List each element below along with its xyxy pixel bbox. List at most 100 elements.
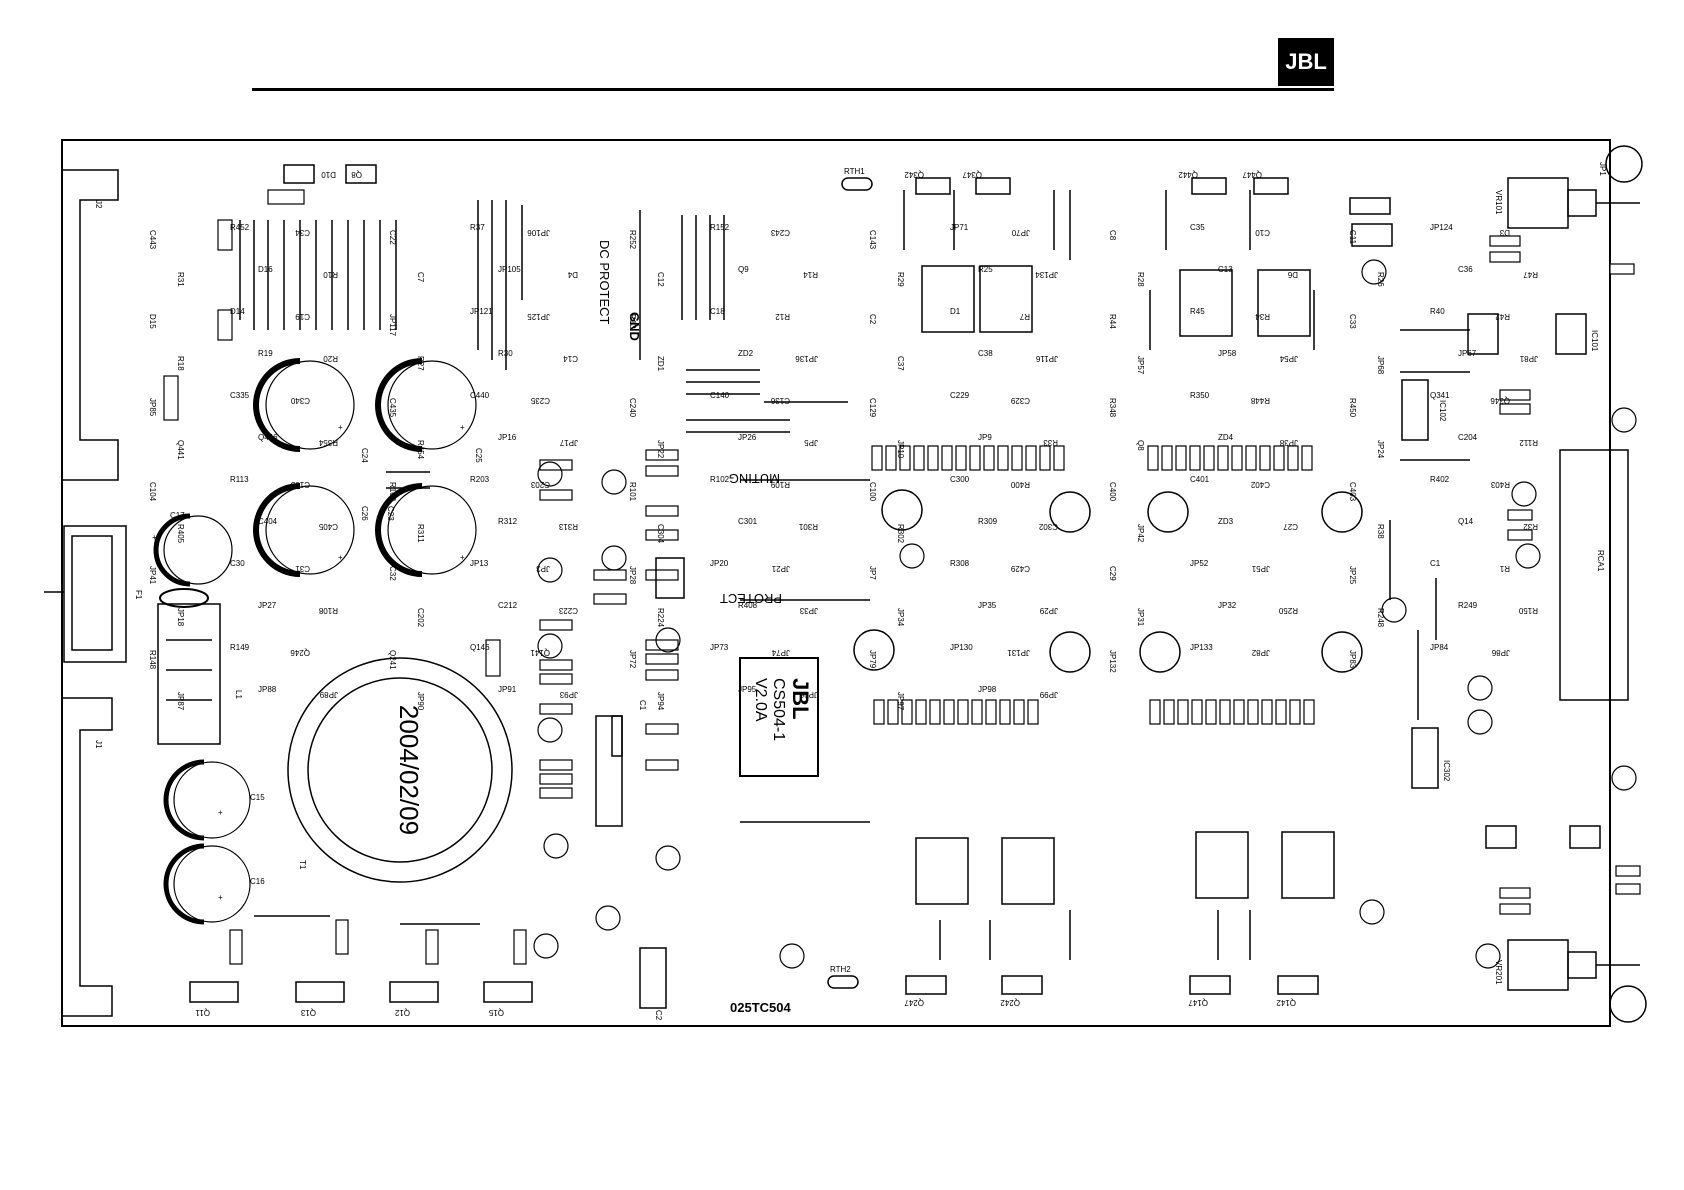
- ref-label: JP99: [1039, 690, 1058, 699]
- ref-label: Q342: [904, 170, 924, 179]
- ref-label: Q14: [1458, 517, 1474, 526]
- ref-label: ZD4: [1218, 433, 1234, 442]
- ref-label: C33: [1348, 314, 1357, 329]
- ref-label: C26: [360, 506, 369, 521]
- mounting-holes: [1605, 145, 1647, 1023]
- ref-label: JP35: [978, 601, 997, 610]
- ref-label: C24: [360, 448, 369, 463]
- ref-label: C18: [710, 307, 725, 316]
- ref-label: R309: [978, 517, 998, 526]
- ref-label: Q447: [1242, 170, 1262, 179]
- ref-label: C2: [654, 1010, 663, 1021]
- ref-label: J2: [94, 200, 103, 209]
- ref-label: JP3: [536, 564, 550, 573]
- ref-label: JP29: [1039, 606, 1058, 615]
- protect-label: PROTECT: [720, 591, 782, 606]
- ref-label: R450: [1348, 398, 1357, 418]
- ref-label: JP16: [498, 433, 517, 442]
- ref-label: C105: [290, 480, 310, 489]
- ref-label: JP89: [319, 690, 338, 699]
- ref-label: R38: [1376, 524, 1385, 539]
- ref-label: JP83: [1348, 650, 1357, 669]
- ref-label: Q8: [1136, 440, 1145, 451]
- ref-label: C22: [388, 230, 397, 245]
- ref-label: R32: [1523, 522, 1538, 531]
- ref-label: R402: [1430, 475, 1450, 484]
- badge-brand: JBL: [788, 678, 813, 720]
- ref-label: C16: [250, 877, 265, 886]
- ref-label: C32: [388, 566, 397, 581]
- ref-label: C143: [868, 230, 877, 250]
- ref-label: R448: [1250, 396, 1270, 405]
- ref-label: JP72: [628, 650, 637, 669]
- ref-label: R301: [798, 522, 818, 531]
- ref-label: JP54: [1279, 354, 1298, 363]
- ref-label: Q341: [1430, 391, 1450, 400]
- ref-label: C212: [498, 601, 518, 610]
- ref-label: R224: [656, 608, 665, 628]
- ref-label: JP7: [868, 566, 877, 580]
- id-badge-box: [739, 657, 819, 777]
- board-outline: [61, 139, 1611, 1027]
- ref-label: JP94: [656, 692, 665, 711]
- ref-label: R249: [1458, 601, 1478, 610]
- ref-label: Q8: [351, 170, 362, 179]
- ref-label: C27: [1283, 522, 1298, 531]
- ref-label: JP88: [258, 685, 277, 694]
- ref-label: C7: [416, 272, 425, 283]
- small-capacitors: [533, 259, 1637, 969]
- ref-label: C435: [388, 398, 397, 418]
- ref-label: R313: [558, 522, 578, 531]
- ref-label: Q11: [195, 1008, 210, 1017]
- ref-label: JP105: [498, 265, 521, 274]
- ref-label: R308: [950, 559, 970, 568]
- ref-label: JP26: [738, 433, 757, 442]
- ref-label: D1: [950, 307, 961, 316]
- transformer-t1: [287, 657, 513, 883]
- ref-label: JP24: [1376, 440, 1385, 459]
- ref-label: JP67: [1458, 349, 1477, 358]
- ref-label: JP20: [710, 559, 729, 568]
- ref-label: JP130: [950, 643, 973, 652]
- ref-label: C8: [1108, 230, 1117, 241]
- ref-label: JP132: [1108, 650, 1117, 673]
- ref-label: JP96: [799, 690, 818, 699]
- ref-label: C403: [1348, 482, 1357, 502]
- ref-label: R19: [258, 349, 273, 358]
- ref-label: D10: [321, 170, 336, 179]
- ref-label: C429: [1010, 564, 1030, 573]
- ref-label: C235: [530, 396, 550, 405]
- ref-label: R26: [1376, 272, 1385, 287]
- ref-label: C1: [1430, 559, 1441, 568]
- ref-label: JP33: [799, 606, 818, 615]
- ref-label: Q146: [470, 643, 490, 652]
- ref-label: C13: [1218, 265, 1233, 274]
- ref-label: JP17: [559, 438, 578, 447]
- ref-label: R113: [230, 475, 249, 484]
- ref-label: R152: [710, 223, 730, 232]
- badge-version: V2.0A: [752, 678, 769, 722]
- ref-label: R312: [498, 517, 518, 526]
- ref-label: R12: [775, 312, 790, 321]
- ref-label: C304: [656, 524, 665, 544]
- svg-text:+: +: [338, 423, 343, 432]
- ref-label: JP97: [896, 692, 905, 711]
- thermistor-rth2: [827, 975, 859, 989]
- ref-label: JP18: [176, 608, 185, 627]
- ref-label: C402: [1250, 480, 1270, 489]
- ref-label: ZD3: [1218, 517, 1234, 526]
- ref-label: JP117: [388, 314, 397, 337]
- ref-label: JP79: [868, 650, 877, 669]
- top-heatsink-parts: [283, 164, 1289, 195]
- svg-text:+: +: [460, 423, 465, 432]
- ref-label: JP91: [498, 685, 517, 694]
- ref-label: C240: [628, 398, 637, 418]
- ref-label: R20: [323, 354, 338, 363]
- ref-label: C302: [1038, 522, 1058, 531]
- connector-j1: [62, 697, 113, 1017]
- ref-label: C37: [896, 356, 905, 371]
- ref-label: R33: [1043, 438, 1058, 447]
- ref-label: JP71: [950, 223, 969, 232]
- ref-label: JP10: [896, 440, 905, 459]
- dc-protect-label: DC PROTECT: [597, 240, 612, 325]
